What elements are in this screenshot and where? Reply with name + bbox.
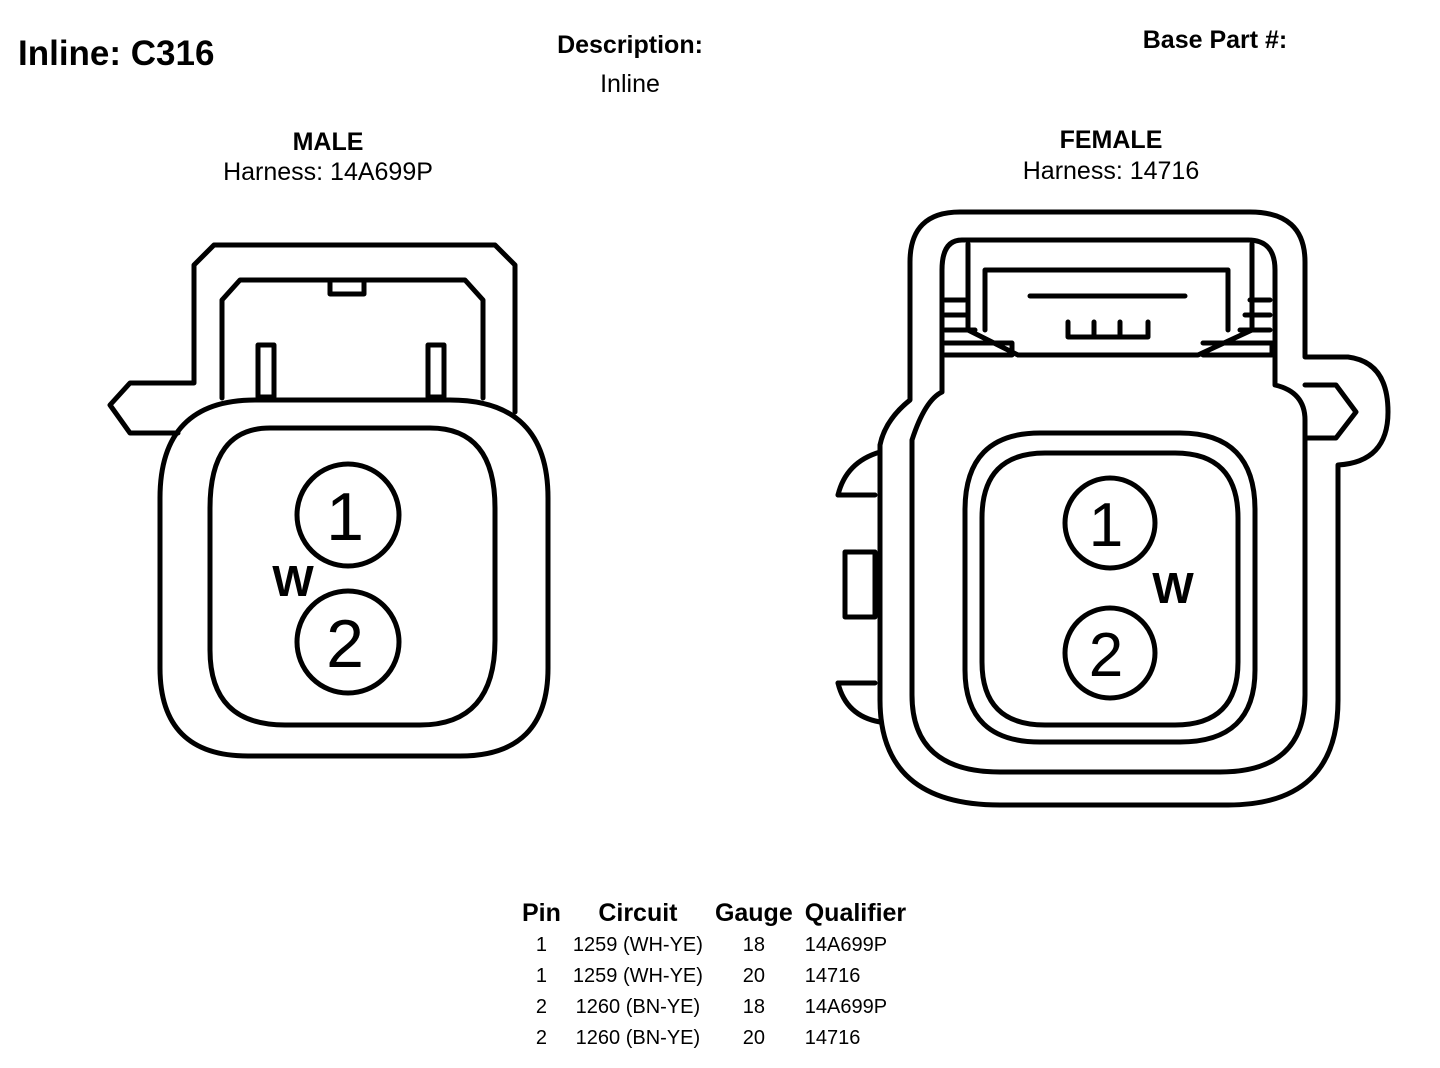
female-grip-right [1200,297,1275,358]
gauge-cell: 18 [742,996,765,1018]
table-row: 2 1260 (BN-YE) 20 14716 [516,1023,912,1054]
pin-cell: 2 [535,996,548,1018]
table-row: 1 1259 (WH-YE) 20 14716 [516,961,912,992]
female-connector: 1 2 W [835,209,1391,808]
male-body-outer [157,397,551,759]
description-value: Inline [600,70,660,98]
description-label: Description: [557,31,703,59]
female-pin-2-circle [1062,605,1158,701]
circuit-cell: 1259 (WH-YE) [572,965,703,987]
male-face [207,425,498,728]
male-connector: 1 2 W [107,242,551,759]
pin-cell: 1 [535,965,548,987]
male-latch-rib-right [425,342,447,400]
pin-cell: 2 [535,1027,548,1049]
male-latch-rib-left [255,342,277,400]
female-key-mark: W [1152,564,1194,613]
female-latch-teeth [1065,319,1151,340]
female-pin-2-number: 2 [1089,621,1123,690]
table-row: 2 1260 (BN-YE) 18 14A699P [516,992,912,1023]
female-face-inner [979,450,1241,728]
circuit-cell: 1260 (BN-YE) [575,996,701,1018]
female-body-inner [909,237,1308,775]
qualifier-cell: 14716 [804,965,861,987]
qualifier-cell: 14A699P [804,934,888,956]
qualifier-cell: 14716 [804,1027,861,1049]
gauge-cell: 20 [742,1027,765,1049]
female-latch-inner [982,267,1231,333]
male-pin-2-circle [294,588,402,696]
page-title: Inline: C316 [18,34,215,73]
male-pin-1-number: 1 [326,479,364,555]
female-pin-1-circle [1062,475,1158,571]
pin-table: Pin Circuit Gauge Qualifier 1 1259 (WH-Y… [516,896,912,1054]
female-body-outer [877,209,1391,808]
pin-table-header-pin: Pin [522,898,561,927]
gauge-cell: 20 [742,965,765,987]
female-side-tab [842,549,878,620]
male-latch-housing [107,242,518,436]
female-side-bump-bottom [835,680,883,725]
female-face-outer [962,430,1258,745]
female-grip-left [942,297,1015,358]
pin-table-header-circuit: Circuit [598,898,678,927]
female-connector-label: FEMALE [1059,126,1163,154]
base-part-label: Base Part #: [1142,26,1288,54]
female-ear-hole [1302,382,1359,441]
female-side-bump-top [835,449,883,498]
female-harness-label: Harness: 14716 [1022,157,1200,185]
male-connector-label: MALE [292,128,364,156]
male-pin-2-number: 2 [326,606,364,682]
pin-table-header-qualifier: Qualifier [804,898,907,927]
table-row: 1 1259 (WH-YE) 18 14A699P [516,930,912,961]
pin-table-header-row: Pin Circuit Gauge Qualifier [516,896,912,930]
male-harness-label: Harness: 14A699P [223,158,433,186]
qualifier-cell: 14A699P [804,996,888,1018]
circuit-cell: 1259 (WH-YE) [572,934,703,956]
male-key-mark: W [272,557,314,606]
male-pin-1-circle [294,461,402,569]
pin-cell: 1 [535,934,548,956]
female-pin-1-number: 1 [1089,491,1123,560]
male-latch-notch [327,277,367,297]
circuit-cell: 1260 (BN-YE) [575,1027,701,1049]
gauge-cell: 18 [742,934,765,956]
pin-table-header-gauge: Gauge [714,898,793,927]
